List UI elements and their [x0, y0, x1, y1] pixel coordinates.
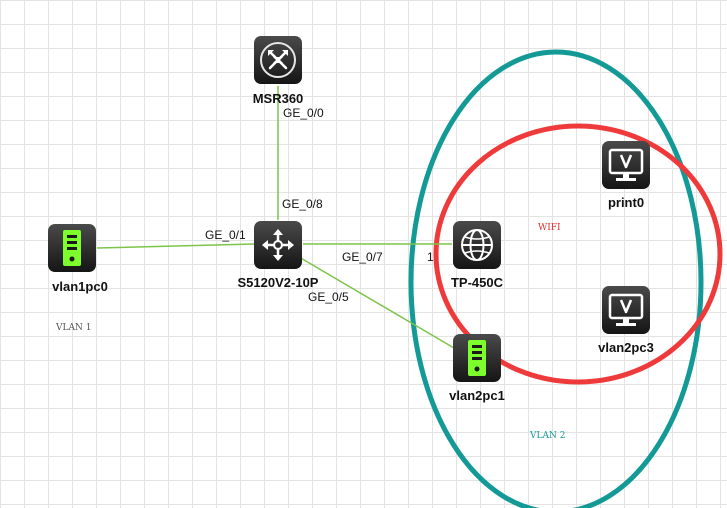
router-node[interactable] [254, 36, 302, 84]
vlan2pc3-label: vlan2pc3 [598, 340, 654, 355]
vlan2-note: VLAN 2 [529, 431, 565, 441]
pc-icon [48, 224, 96, 272]
link-switch-vlan2pc1 [298, 256, 455, 349]
pc-icon [453, 334, 501, 382]
port-label-switch-ge01: GE_0/1 [205, 228, 246, 242]
vlan1pc0-node[interactable] [48, 224, 96, 272]
links [96, 86, 455, 349]
access-point-globe-icon [453, 221, 501, 269]
ap-label: TP-450C [451, 275, 504, 290]
switch-label: S5120V2-10P [238, 275, 319, 290]
port-label-switch-ge08: GE_0/8 [282, 197, 323, 211]
wifi-note: WIFI [538, 223, 561, 233]
port-label-ap-port: 1 [427, 250, 434, 264]
vlan2pc1-label: vlan2pc1 [449, 388, 505, 403]
port-label-switch-ge07: GE_0/7 [342, 250, 383, 264]
vlan1pc0-label: vlan1pc0 [52, 279, 108, 294]
vlan2pc1-node[interactable] [453, 334, 501, 382]
router-icon [254, 36, 302, 84]
print0-node[interactable] [602, 141, 650, 189]
vlan2-zone-ellipse [408, 49, 704, 508]
vlan1-note: VLAN 1 [55, 323, 91, 333]
ap-node[interactable] [453, 221, 501, 269]
wifi-zone-ellipse [433, 123, 723, 385]
router-label: MSR360 [253, 91, 304, 106]
monitor-icon [602, 286, 650, 334]
print0-label: print0 [608, 195, 644, 210]
switch-node[interactable] [254, 221, 302, 269]
vlan2pc3-node[interactable] [602, 286, 650, 334]
port-label-switch-ge05: GE_0/5 [308, 290, 349, 304]
port-label-router-ge00: GE_0/0 [283, 106, 324, 120]
switch-icon [254, 221, 302, 269]
link-vlan1pc0-switch [96, 243, 255, 249]
monitor-icon [602, 141, 650, 189]
